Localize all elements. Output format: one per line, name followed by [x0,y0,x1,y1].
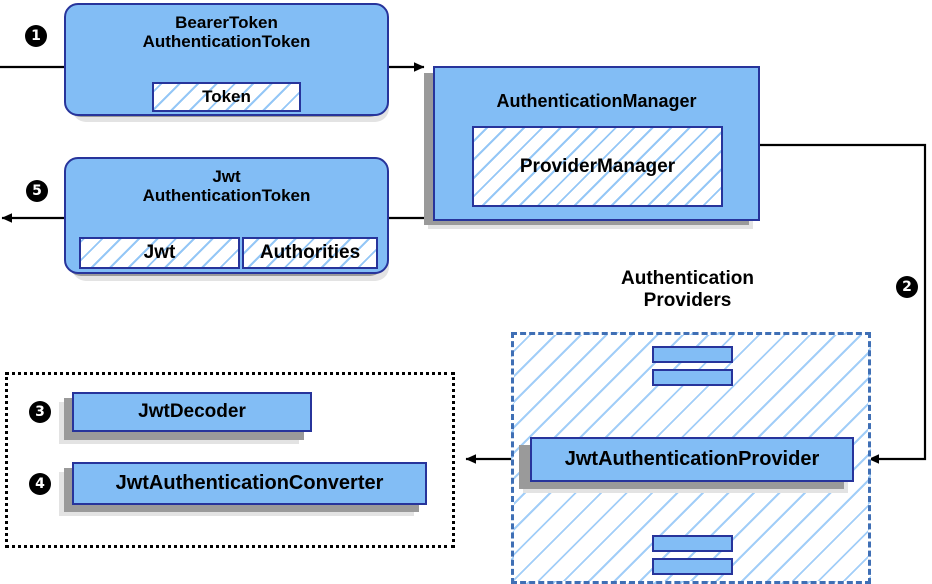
jwt-authentication-token-title: Jwt AuthenticationToken [142,167,311,206]
badge-step-4: 4 [29,473,51,495]
jwt-decoder-title: JwtDecoder [138,401,246,422]
subbox-token[interactable]: Token [152,82,301,112]
subbox-provider-manager-label: ProviderManager [519,155,676,177]
node-jwt-authentication-token[interactable]: Jwt AuthenticationToken Jwt Authorities [64,157,389,274]
authentication-providers-label: Authentication Providers [621,268,754,311]
badge-step-1: 1 [25,25,47,47]
subbox-provider-manager[interactable]: ProviderManager [472,126,723,207]
provider-stub-bar-top-1 [652,346,733,363]
subbox-authorities-label: Authorities [259,242,361,263]
badge-step-5: 5 [26,180,48,202]
jwt-authentication-converter-title: JwtAuthenticationConverter [115,472,384,494]
provider-stub-bar-bottom-1 [652,535,733,552]
node-authentication-manager[interactable]: AuthenticationManager ProviderManager [433,66,760,221]
provider-stub-bar-bottom-2 [652,558,733,575]
node-bearer-token-authentication-token[interactable]: BearerToken AuthenticationToken Token [64,3,389,116]
subbox-jwt[interactable]: Jwt [79,237,240,269]
badge-step-2: 2 [896,276,918,298]
subbox-jwt-label: Jwt [143,242,176,263]
bearer-token-title: BearerToken AuthenticationToken [142,13,311,52]
subbox-authorities[interactable]: Authorities [242,237,378,269]
authentication-manager-title: AuthenticationManager [496,91,697,111]
badge-step-3: 3 [29,401,51,423]
node-jwt-decoder[interactable]: JwtDecoder [72,392,312,432]
jwt-authentication-provider-title: JwtAuthenticationProvider [564,448,820,470]
group-jwt-support [5,372,455,548]
subbox-token-label: Token [202,87,251,106]
node-jwt-authentication-converter[interactable]: JwtAuthenticationConverter [72,462,427,505]
provider-stub-bar-top-2 [652,369,733,386]
node-jwt-authentication-provider[interactable]: JwtAuthenticationProvider [530,437,854,482]
